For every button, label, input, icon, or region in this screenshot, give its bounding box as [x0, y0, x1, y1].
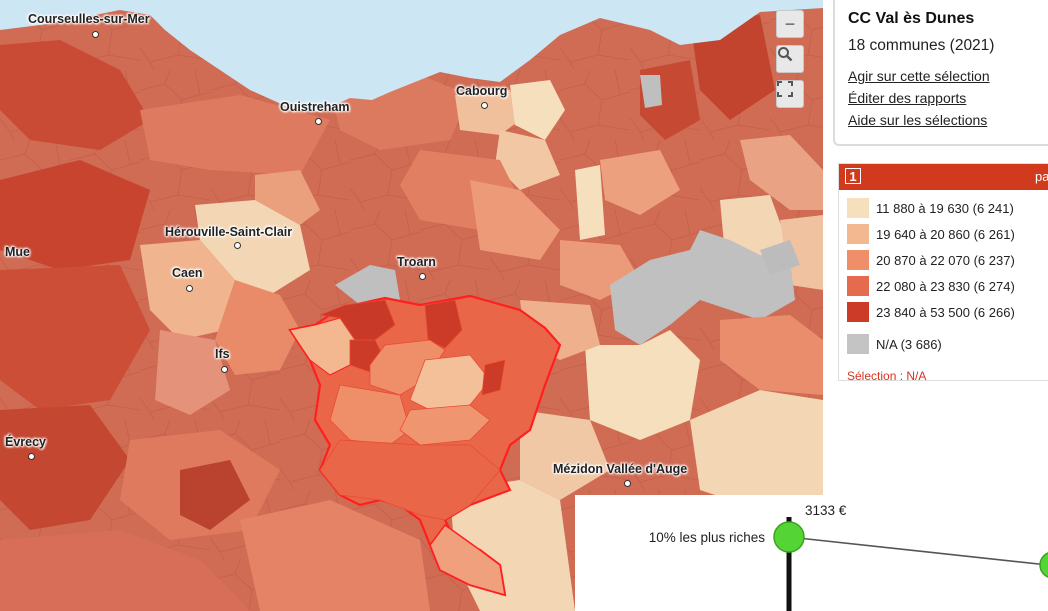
legend-number-badge[interactable]: 1: [845, 168, 861, 184]
city-label-herouville: Hérouville-Saint-Clair: [165, 225, 293, 239]
commune-na[interactable]: [335, 265, 400, 305]
selection-commune[interactable]: [424, 299, 463, 349]
city-marker: [419, 273, 426, 280]
city-label-ifs: Ifs: [215, 347, 230, 361]
legend-label: 20 870 à 22 070 (6 237): [876, 252, 1015, 268]
city-marker: [221, 366, 228, 373]
commune-area[interactable]: [140, 95, 330, 175]
city-marker: [186, 285, 193, 292]
legend-swatch: [847, 250, 869, 270]
city-label-mezidon: Mézidon Vallée d'Auge: [553, 462, 688, 476]
commune-area[interactable]: [0, 405, 130, 530]
legend-item[interactable]: 22 080 à 23 830 (6 274): [847, 274, 1015, 298]
commune-area[interactable]: [0, 265, 150, 410]
selection-title: CC Val ès Dunes: [848, 10, 975, 27]
commune-area[interactable]: [0, 530, 250, 611]
commune-area[interactable]: [600, 150, 680, 215]
search-icon: [778, 47, 793, 62]
city-marker: [315, 118, 322, 125]
commune-area[interactable]: [455, 90, 520, 135]
selection-commune[interactable]: [319, 439, 501, 521]
legend-swatch: [847, 276, 869, 296]
income-distribution-chart: 3133 € 10% les plus riches: [575, 495, 1048, 611]
legend-swatch: [847, 224, 869, 244]
chart-series-line: [788, 536, 1048, 566]
chart-point[interactable]: [1039, 552, 1048, 578]
map-legend: 1 pa 11 880 à 19 630 (6 241) 19 640 à 20…: [838, 163, 1048, 383]
city-label-troarn: Troarn: [397, 255, 436, 269]
selection-count: 18 communes (2021): [848, 37, 995, 54]
city-marker: [28, 453, 35, 460]
city-marker: [481, 102, 488, 109]
act-on-selection-link[interactable]: Agir sur cette sélection: [848, 68, 990, 84]
city-label-courseulles: Courseulles-sur-Mer: [28, 12, 150, 26]
chart-point-label: 10% les plus riches: [649, 530, 766, 545]
commune-area[interactable]: [180, 460, 250, 530]
edit-reports-link[interactable]: Éditer des rapports: [848, 90, 967, 106]
commune-area[interactable]: [0, 40, 150, 150]
legend-label: 23 840 à 53 500 (6 266): [876, 304, 1015, 320]
selection-help-link[interactable]: Aide sur les sélections: [848, 112, 988, 128]
selection-commune[interactable]: [481, 359, 506, 396]
legend-header[interactable]: 1 pa: [839, 164, 1048, 190]
commune-na[interactable]: [610, 230, 795, 345]
city-label-ouistreham: Ouistreham: [280, 100, 350, 114]
commune-area[interactable]: [740, 135, 823, 210]
legend-label: N/A (3 686): [876, 336, 942, 352]
selection-commune[interactable]: [369, 339, 446, 396]
legend-swatch: [847, 334, 869, 354]
choropleth-map[interactable]: Courseulles-sur-Mer Cabourg Ouistreham H…: [0, 0, 823, 611]
sea: [0, 0, 823, 112]
selection-commune[interactable]: [318, 299, 396, 341]
fullscreen-icon: [777, 81, 793, 97]
commune-area[interactable]: [520, 410, 610, 500]
legend-header-text: pa: [1035, 169, 1048, 184]
selection-info-panel: CC Val ès Dunes 18 communes (2021) Agir …: [833, 0, 1048, 146]
legend-label: 22 080 à 23 830 (6 274): [876, 278, 1015, 294]
legend-item[interactable]: 20 870 à 22 070 (6 237): [847, 248, 1015, 272]
chart-point[interactable]: [773, 521, 805, 553]
commune-area[interactable]: [585, 330, 700, 440]
selection-commune[interactable]: [429, 523, 506, 597]
legend-selection-text: Sélection : N/A: [847, 369, 927, 383]
legend-item[interactable]: 23 840 à 53 500 (6 266): [847, 300, 1015, 324]
city-label-evrecy: Évrecy: [5, 435, 47, 449]
chart-value-label: 3133 €: [805, 503, 847, 518]
commune-area[interactable]: [215, 280, 300, 375]
minus-icon: −: [784, 13, 796, 34]
city-marker: [234, 242, 241, 249]
commune-area[interactable]: [255, 170, 320, 225]
city-label-caen: Caen: [172, 266, 203, 280]
commune-area[interactable]: [240, 500, 430, 611]
commune-area[interactable]: [720, 315, 823, 395]
commune-area[interactable]: [575, 165, 605, 240]
commune-area[interactable]: [690, 390, 823, 510]
search-button[interactable]: [776, 45, 804, 73]
city-label-cabourg: Cabourg: [456, 84, 508, 98]
selection-commune[interactable]: [399, 404, 491, 446]
city-marker: [624, 480, 631, 487]
commune-area[interactable]: [155, 330, 230, 415]
legend-label: 11 880 à 19 630 (6 241): [876, 200, 1014, 216]
legend-item[interactable]: 19 640 à 20 860 (6 261): [847, 222, 1015, 246]
map-canvas[interactable]: [0, 0, 823, 611]
commune-area[interactable]: [470, 180, 560, 260]
legend-item[interactable]: N/A (3 686): [847, 332, 942, 356]
legend-swatch: [847, 198, 869, 218]
legend-swatch: [847, 302, 869, 322]
zoom-out-button[interactable]: −: [776, 10, 804, 38]
city-marker: [92, 31, 99, 38]
city-label-mue: Mue: [5, 245, 30, 259]
chart-canvas: 3133 € 10% les plus riches: [649, 503, 1048, 611]
commune-na[interactable]: [640, 75, 662, 108]
commune-area[interactable]: [510, 80, 565, 140]
fullscreen-button[interactable]: [776, 80, 804, 108]
commune-area[interactable]: [690, 15, 775, 120]
commune-area[interactable]: [0, 160, 150, 270]
commune-area[interactable]: [495, 130, 560, 190]
legend-label: 19 640 à 20 860 (6 261): [876, 226, 1015, 242]
commune-area[interactable]: [195, 200, 310, 295]
legend-item[interactable]: 11 880 à 19 630 (6 241): [847, 196, 1014, 220]
commune-na[interactable]: [760, 240, 800, 275]
